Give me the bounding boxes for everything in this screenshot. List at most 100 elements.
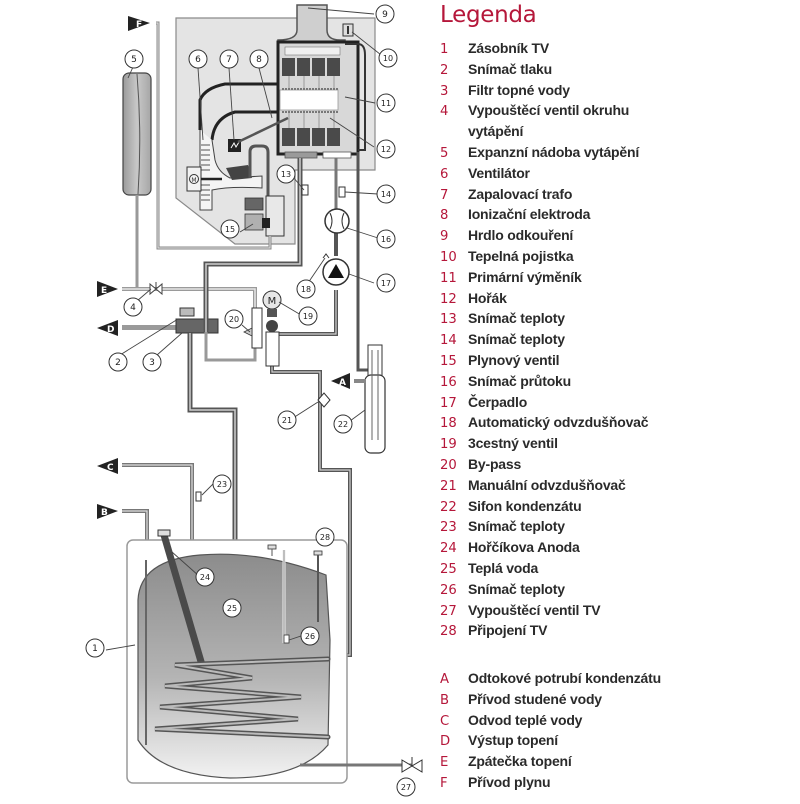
legend-label: Výstup topení	[468, 732, 558, 749]
callout-22: 22	[333, 414, 353, 434]
callout-25: 25	[222, 598, 242, 618]
legend-label: Ionizační elektroda	[468, 206, 591, 223]
legend-key: B	[440, 692, 450, 708]
svg-text:2: 2	[115, 358, 121, 368]
legend-label: Snímač teploty	[468, 580, 565, 597]
legend-key: 14	[440, 333, 457, 349]
heating-return-pipe	[122, 287, 257, 312]
legend-label: Odtokové potrubí kondenzátu	[468, 670, 661, 686]
legend-label: Zapalovací trafo	[468, 185, 573, 202]
legend-item-18: 18 Automatický odvzdušňovač	[440, 414, 649, 432]
legend-key: E	[440, 755, 449, 771]
legend-title: Legenda	[440, 2, 537, 28]
legend-key: 13	[440, 312, 457, 328]
legend-label: Odvod teplé vody	[468, 711, 583, 728]
marker-B: B	[97, 504, 118, 519]
callout-19: 19	[298, 306, 318, 326]
legend-key: 18	[440, 416, 457, 432]
svg-text:15: 15	[225, 225, 235, 234]
svg-text:4: 4	[130, 303, 136, 313]
legend-label: Snímač průtoku	[468, 372, 571, 389]
callout-17: 17	[376, 273, 396, 293]
callout-1: 1	[85, 638, 105, 658]
legend-connection-B: B Přívod studené vody	[440, 691, 602, 709]
legend-label: Sifon kondenzátu	[468, 497, 582, 514]
primary-flow-pipe	[203, 158, 303, 332]
svg-text:D: D	[107, 325, 114, 335]
bypass-pipe	[204, 332, 257, 362]
svg-text:23: 23	[217, 480, 227, 489]
legend-label: Snímač teploty	[468, 331, 565, 348]
legend-key: 19	[440, 437, 457, 453]
marker-C: C	[97, 458, 118, 474]
svg-text:9: 9	[382, 10, 388, 20]
legend-key: C	[440, 713, 450, 729]
legend-label: Manuální odvzdušňovač	[468, 476, 626, 493]
fan-duct: M	[186, 82, 278, 211]
svg-text:A: A	[339, 378, 346, 388]
legend-key: 8	[440, 208, 449, 224]
svg-text:8: 8	[256, 55, 262, 65]
legend-key: 10	[440, 250, 457, 265]
legend-key: 7	[440, 187, 449, 203]
legend-label: vytápění	[468, 123, 524, 140]
legend-item-26: 26 Snímač teploty	[440, 581, 565, 599]
legend-item-3: 3 Filtr topné vody	[440, 82, 570, 100]
legend-key: 3	[440, 83, 449, 99]
legend-label: Čerpadlo	[468, 393, 528, 410]
legend-label: Přívod studené vody	[468, 690, 602, 707]
legend-label: Snímač teploty	[468, 518, 565, 535]
manual-air-vent	[317, 392, 331, 408]
svg-text:11: 11	[381, 99, 391, 108]
legend-key: 28	[440, 624, 457, 640]
legend-label: Filtr topné vody	[468, 81, 570, 98]
coil-return-pipe	[225, 365, 352, 657]
legend-label: Ventilátor	[468, 164, 530, 181]
svg-text:25: 25	[227, 604, 237, 613]
callout-20: 20	[224, 309, 244, 329]
callout-6: 6	[188, 49, 208, 69]
legend-label: Hořák	[468, 289, 507, 306]
callout-21: 21	[277, 410, 297, 430]
legend-item-28: 28 Připojení TV	[440, 622, 547, 640]
callout-10: 10	[378, 48, 398, 68]
flow-sensor	[324, 208, 350, 234]
callout-8: 8	[249, 49, 269, 69]
hot-water-outlet-pipe	[122, 463, 194, 555]
thermal-fuse	[342, 23, 354, 37]
legend-key: 24	[440, 541, 457, 557]
heating-drain-valve	[149, 282, 163, 296]
callout-12: 12	[376, 139, 396, 159]
marker-D: D	[97, 320, 118, 336]
callout-11: 11	[376, 93, 396, 113]
condensate-pipe	[356, 152, 372, 372]
legend-item-6: 6 Ventilátor	[440, 165, 530, 183]
callout-9: 9	[375, 4, 395, 24]
legend-label: Automatický odvzdušňovač	[468, 414, 649, 431]
callout-2: 2	[108, 352, 128, 372]
legend-label: Připojení TV	[468, 622, 548, 639]
svg-text:19: 19	[303, 312, 313, 321]
svg-text:28: 28	[320, 533, 330, 542]
svg-text:B: B	[101, 508, 108, 518]
legend-key: 20	[440, 458, 457, 473]
legend-key: 12	[440, 291, 457, 307]
three-way-valve: M	[262, 290, 282, 367]
legend-key: 6	[440, 166, 449, 182]
callout-28: 28	[315, 527, 335, 547]
callout-13: 13	[276, 164, 296, 184]
legend-key: 26	[440, 582, 457, 598]
svg-text:21: 21	[282, 416, 292, 425]
legend-item-14: 14 Snímač teploty	[440, 331, 565, 349]
connection-markers: F E D A C B	[97, 16, 350, 519]
